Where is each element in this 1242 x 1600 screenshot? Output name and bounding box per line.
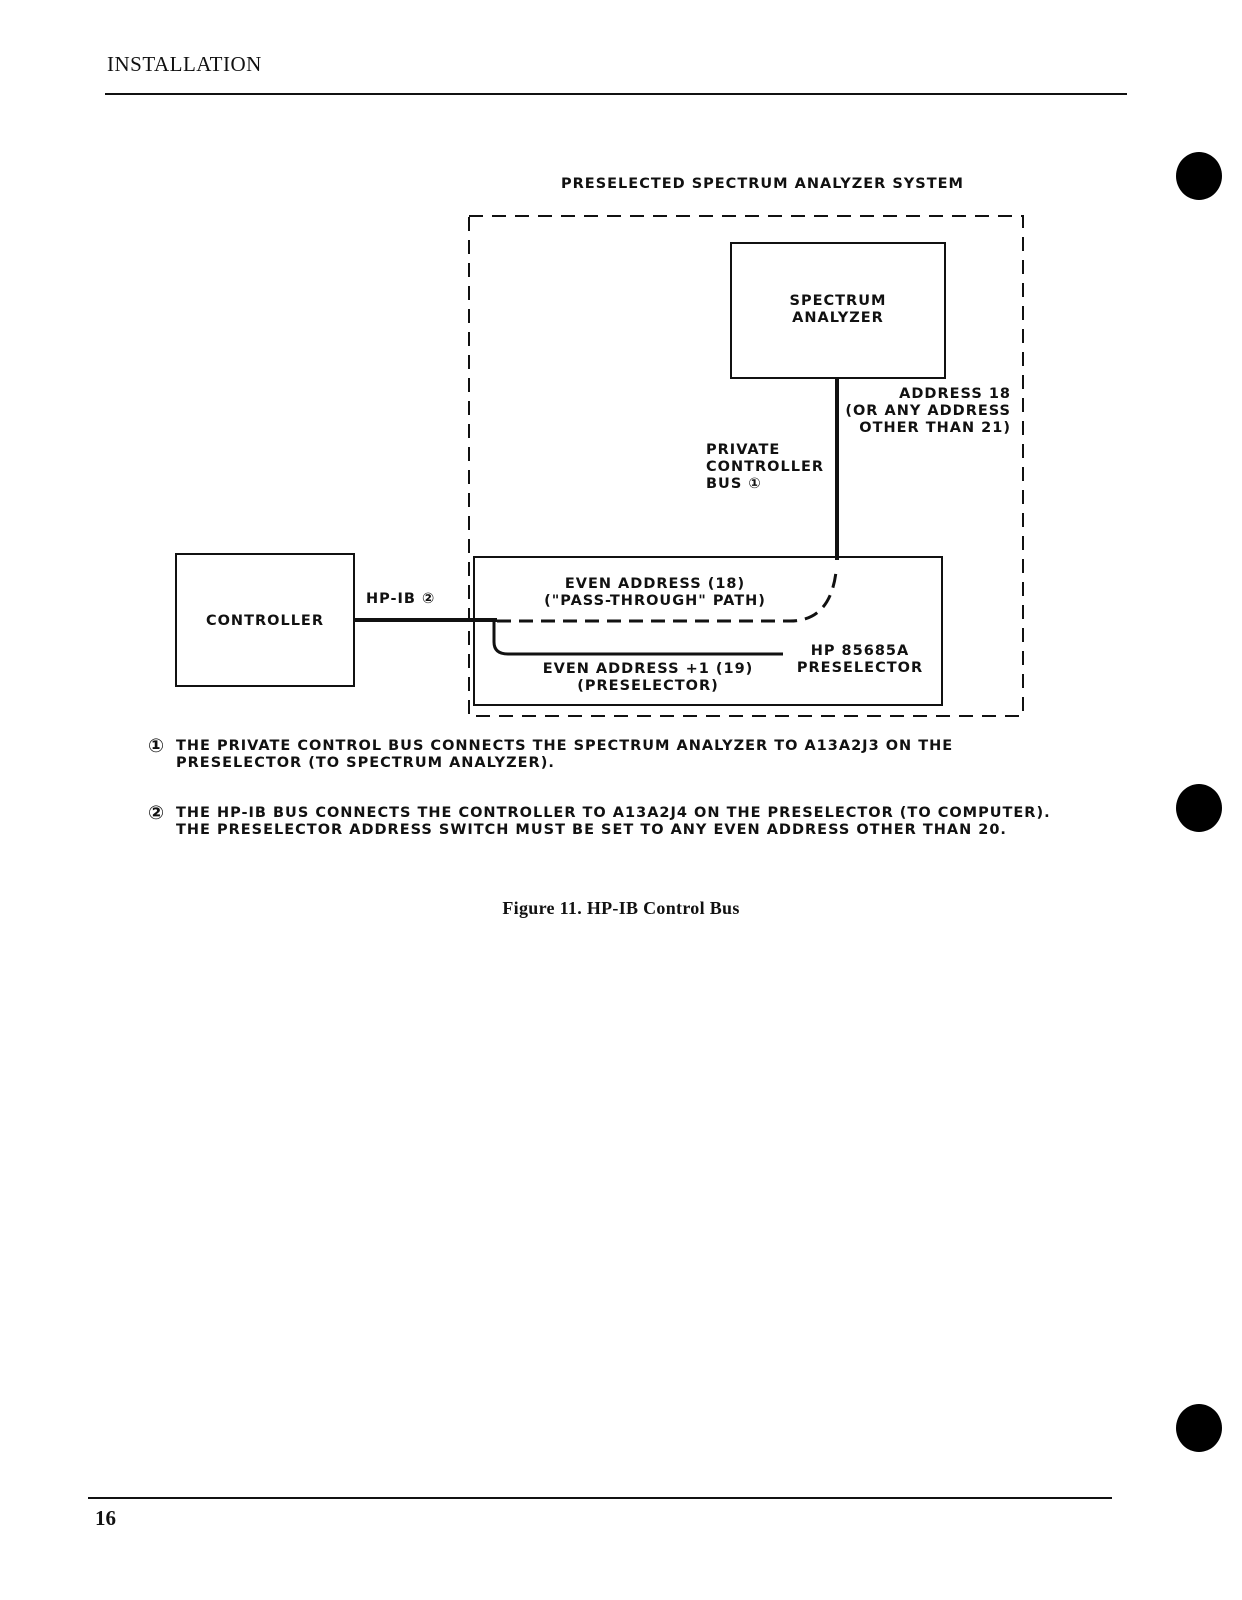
- page-number: 16: [95, 1506, 116, 1530]
- punch-hole: [1176, 1404, 1222, 1452]
- figure-caption: Figure 11. HP-IB Control Bus: [502, 898, 740, 918]
- note-marker: ①: [148, 735, 166, 757]
- controller-label: CONTROLLER: [205, 613, 325, 629]
- system-title: PRESELECTED SPECTRUM ANALYZER SYSTEM: [561, 176, 964, 192]
- punch-hole: [1176, 784, 1222, 832]
- preselector-address-label: EVEN ADDRESS +1 (19) (PRESELECTOR): [542, 661, 754, 694]
- system-boundary: [468, 215, 1024, 717]
- spectrum-analyzer-label: SPECTRUM ANALYZER: [789, 293, 887, 326]
- note-text: THE PRIVATE CONTROL BUS CONNECTS THE SPE…: [176, 738, 954, 771]
- header-rule: [105, 93, 1127, 95]
- hpib-label: HP-IB ②: [366, 591, 436, 607]
- section-title: INSTALLATION: [107, 52, 262, 76]
- even-address-label: EVEN ADDRESS (18) ("PASS-THROUGH" PATH): [544, 576, 766, 609]
- spectrum-analyzer-box: SPECTRUM ANALYZER: [730, 242, 946, 379]
- note-text: THE HP-IB BUS CONNECTS THE CONTROLLER TO…: [176, 805, 1051, 838]
- note-marker: ②: [148, 802, 166, 824]
- address-note: ADDRESS 18 (OR ANY ADDRESS OTHER THAN 21…: [845, 386, 1011, 436]
- private-bus-label: PRIVATE CONTROLLER BUS ①: [706, 442, 825, 492]
- preselector-name-label: HP 85685A PRESELECTOR: [796, 643, 924, 676]
- preselector-box: [473, 556, 943, 706]
- footer-rule: [88, 1497, 1112, 1499]
- pass-through-path: [497, 571, 838, 623]
- punch-hole: [1176, 152, 1222, 200]
- controller-box: CONTROLLER: [175, 553, 355, 687]
- preselector-path: [492, 621, 783, 656]
